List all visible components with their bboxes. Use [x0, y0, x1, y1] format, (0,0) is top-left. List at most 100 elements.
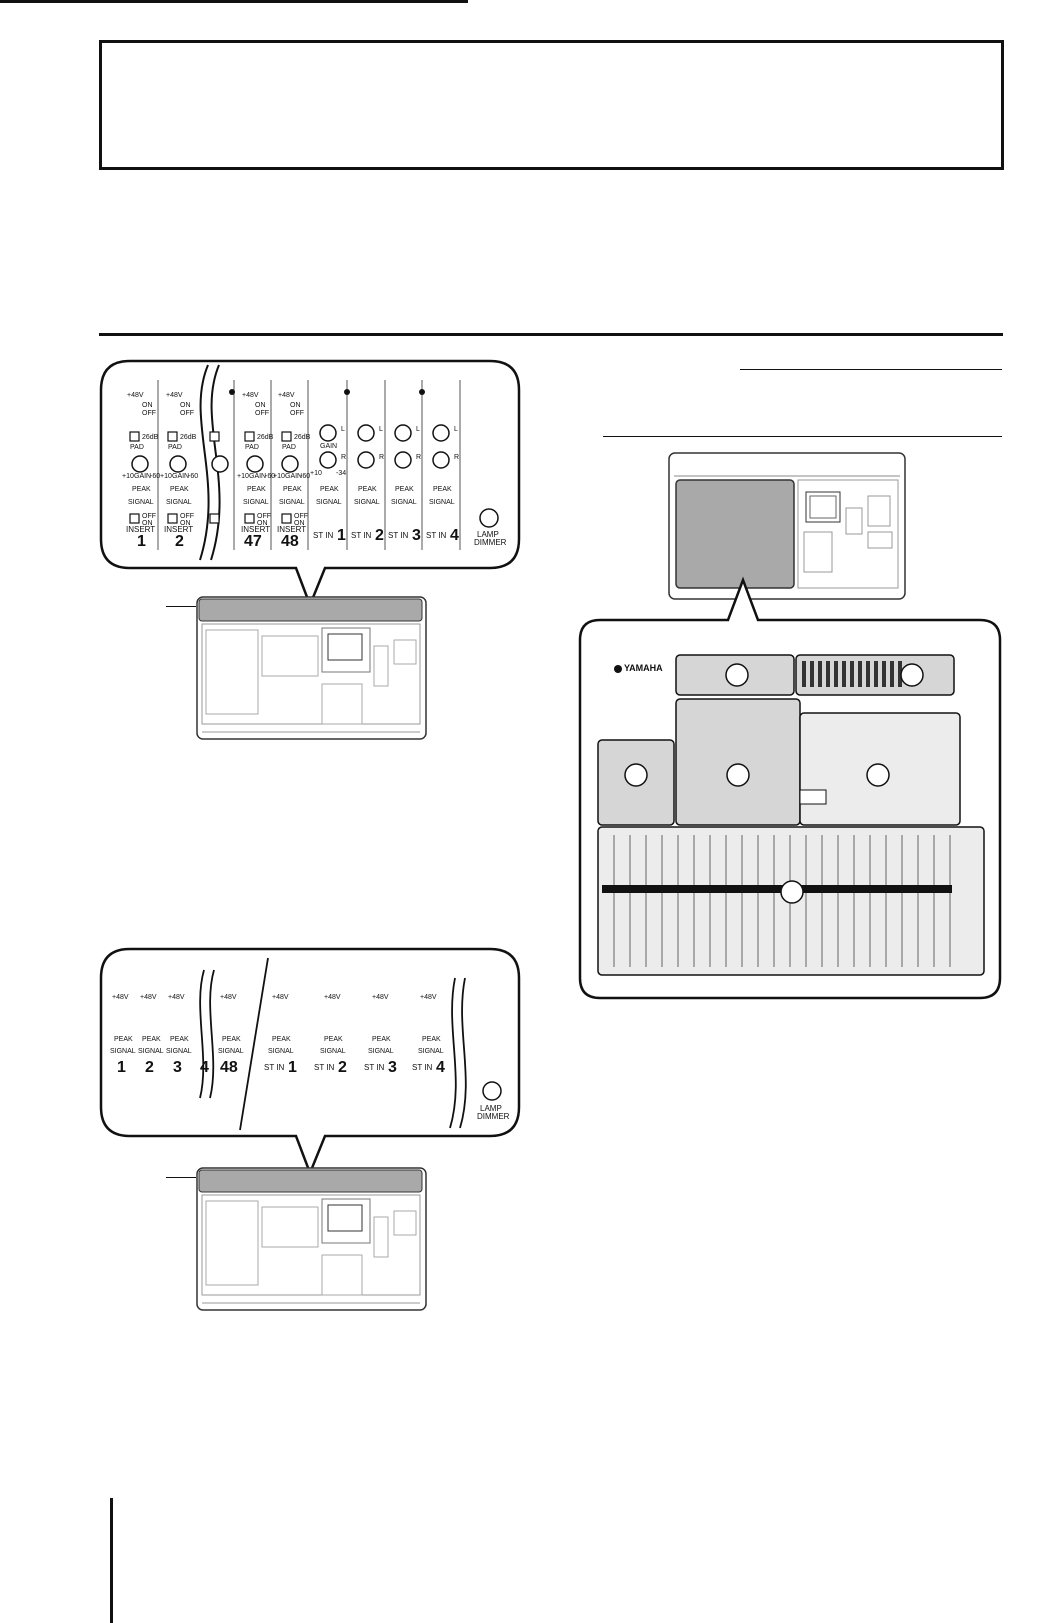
channel-number: 2: [145, 1059, 154, 1076]
callout-balloon-top: [99, 359, 521, 609]
st-signal-label: SIGNAL: [391, 499, 417, 506]
st-in-prefix: ST IN: [313, 531, 334, 540]
phantom-label: +48V: [278, 392, 295, 399]
signal-label: SIGNAL: [110, 1048, 136, 1055]
st-in-prefix: ST IN: [364, 1063, 385, 1072]
st-signal-label: SIGNAL: [429, 499, 455, 506]
insert-off-label: OFF: [180, 513, 194, 520]
gain-label: GAIN: [134, 473, 152, 480]
insert-off-label: OFF: [142, 513, 156, 520]
signal-label: SIGNAL: [320, 1048, 346, 1055]
peak-label: PEAK: [283, 486, 302, 493]
console-outline: [668, 452, 906, 600]
phantom-label: +48V: [168, 994, 185, 1001]
signal-label: SIGNAL: [166, 499, 192, 506]
gain-label: GAIN: [172, 473, 190, 480]
phantom-off-label: OFF: [180, 410, 194, 417]
st-peak-label: PEAK: [395, 486, 414, 493]
st-r-label: R: [454, 454, 460, 461]
phantom-on-label: ON: [142, 402, 153, 409]
insert-on-label: ON: [142, 520, 153, 527]
channel-number: 48: [281, 533, 299, 550]
phantom-off-label: OFF: [142, 410, 156, 417]
st-in-prefix: ST IN: [426, 531, 447, 540]
st-signal-label: SIGNAL: [354, 499, 380, 506]
phantom-label: +48V: [166, 392, 183, 399]
st-in-number: 3: [388, 1059, 397, 1076]
gain-min: +10: [273, 473, 285, 480]
signal-label: SIGNAL: [268, 1048, 294, 1055]
rear-panel-callout-top: +48V +48V +48V +48V ON OFF ON OFF ON OFF…: [99, 359, 521, 609]
rear-panel-callout-bottom: +48V +48V +48V +48V +48V +48V +48V +48V …: [99, 947, 521, 1177]
pad-label: PAD: [245, 444, 259, 451]
phantom-label: +48V: [127, 392, 144, 399]
signal-label: SIGNAL: [279, 499, 305, 506]
phantom-label: +48V: [272, 994, 289, 1001]
channel-number: 48: [220, 1059, 238, 1076]
phantom-on-label: ON: [290, 402, 301, 409]
phantom-on-label: ON: [255, 402, 266, 409]
gain-min: +10: [160, 473, 172, 480]
st-r-label: R: [416, 454, 422, 461]
channel-number: 1: [117, 1059, 126, 1076]
st-r-label: R: [341, 454, 347, 461]
console-thumbnail-bottom: [196, 1167, 428, 1313]
dimmer-label: DIMMER: [477, 1112, 510, 1121]
st-in-number: 2: [338, 1059, 347, 1076]
pad-value: 26dB: [257, 434, 274, 441]
gain-min: +10: [122, 473, 134, 480]
console-outline: [196, 1167, 427, 1311]
insert-on-label: ON: [180, 520, 191, 527]
signal-label: SIGNAL: [138, 1048, 164, 1055]
st-r-label: R: [379, 454, 385, 461]
header-rule: [0, 0, 468, 3]
pad-label: PAD: [130, 444, 144, 451]
right-rule-long: [603, 436, 1002, 437]
phantom-label: +48V: [112, 994, 129, 1001]
peak-label: PEAK: [114, 1036, 133, 1043]
peak-label: PEAK: [324, 1036, 343, 1043]
channel-number: 4: [200, 1059, 209, 1076]
st-in-number: 1: [337, 527, 346, 544]
phantom-label: +48V: [372, 994, 389, 1001]
leader-line-bottom: [166, 1177, 196, 1178]
channel-number: 2: [175, 533, 184, 550]
section-rule: [99, 333, 1003, 336]
leader-line-top: [166, 606, 196, 607]
insert-off-label: OFF: [294, 513, 308, 520]
phantom-label: +48V: [324, 994, 341, 1001]
peak-label: PEAK: [222, 1036, 241, 1043]
insert-on-label: ON: [257, 520, 268, 527]
st-in-number: 4: [436, 1059, 445, 1076]
insert-label: INSERT: [126, 525, 156, 534]
insert-on-label: ON: [294, 520, 305, 527]
pad-value: 26dB: [180, 434, 197, 441]
signal-label: SIGNAL: [218, 1048, 244, 1055]
phantom-label: +48V: [220, 994, 237, 1001]
signal-label: SIGNAL: [418, 1048, 444, 1055]
st-in-prefix: ST IN: [412, 1063, 433, 1072]
gain-max: -60: [265, 473, 276, 480]
brand-logo: YAMAHA: [624, 663, 663, 673]
phantom-label: +48V: [242, 392, 259, 399]
peak-label: PEAK: [422, 1036, 441, 1043]
pad-label: PAD: [168, 444, 182, 451]
peak-label: PEAK: [142, 1036, 161, 1043]
console-thumbnail-top: [196, 596, 428, 742]
gain-label: GAIN: [249, 473, 267, 480]
peak-label: PEAK: [247, 486, 266, 493]
phantom-label: +48V: [140, 994, 157, 1001]
st-gain-min: +10: [310, 470, 322, 477]
channel-number: 3: [173, 1059, 182, 1076]
gain-max: -60: [150, 473, 161, 480]
gain-max: -60: [188, 473, 199, 480]
st-in-number: 4: [450, 527, 459, 544]
insert-label: INSERT: [164, 525, 194, 534]
lamp-label: LAMP: [477, 530, 499, 539]
peak-label: PEAK: [372, 1036, 391, 1043]
signal-label: SIGNAL: [368, 1048, 394, 1055]
st-in-number: 3: [412, 527, 421, 544]
callout-balloon-bottom: [99, 947, 521, 1177]
st-l-label: L: [379, 426, 383, 433]
gain-max: -60: [300, 473, 311, 480]
